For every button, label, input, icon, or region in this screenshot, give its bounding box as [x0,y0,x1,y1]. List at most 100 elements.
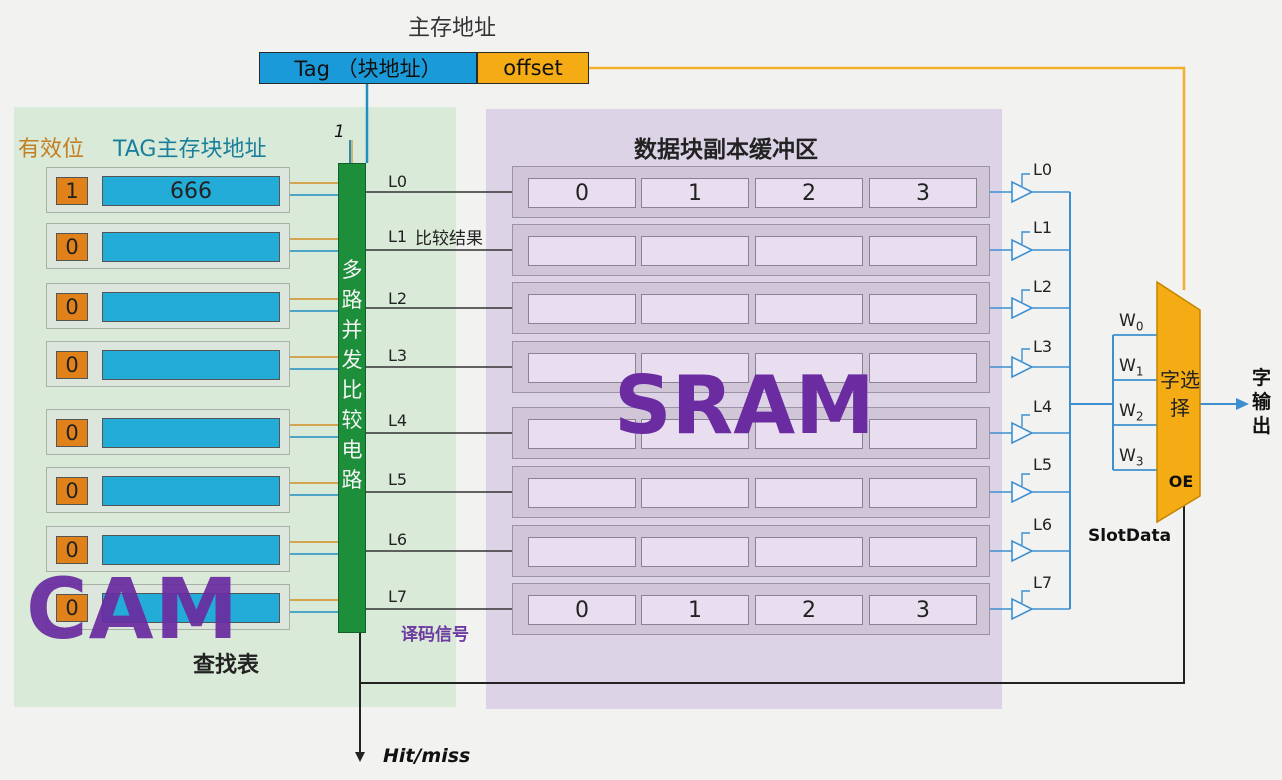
output-line-label: L1 [1033,218,1053,237]
sram-row [512,282,990,334]
sram-row [512,525,990,577]
output-buffers [978,173,1071,621]
parallel-comparator [338,163,366,633]
sram-row [512,224,990,276]
valid-bit: 0 [56,293,88,321]
comparator-output-lines [366,191,527,610]
sram-cell: 0 [528,595,636,625]
sram-cell [869,419,977,449]
tag-field: 666 [102,176,280,206]
sram-row [512,466,990,518]
cam-row: 0 [46,223,290,269]
valid-bit: 0 [56,477,88,505]
sram-cell [755,294,863,324]
output-line-label: L2 [1033,277,1053,296]
sram-cell [641,478,749,508]
tag-field [102,476,280,506]
word-label: W1 [1119,356,1144,379]
decode-signal-label: 译码信号 [401,625,469,645]
comparator-line-label: L6 [388,530,408,549]
cam-title: CAM [26,560,240,658]
sram-cell [528,537,636,567]
word-label: W0 [1119,311,1144,334]
output-line-label: L5 [1033,455,1053,474]
sram-cell [528,478,636,508]
word-select-label: 字选择 [1160,368,1200,420]
sram-cell [528,419,636,449]
output-line-label: L6 [1033,515,1053,534]
sram-cell: 3 [869,595,977,625]
comparator-line-label: L7 [388,587,408,606]
valid-bit: 0 [56,419,88,447]
slotdata-label: SlotData [1088,526,1172,546]
sram-row [512,407,990,459]
lookup-table-label: 查找表 [193,653,260,678]
cam-connectors [290,182,338,613]
sram-cell: 0 [528,178,636,208]
sram-cell [528,236,636,266]
cam-row: 0 [46,409,290,455]
sram-cell: 3 [869,178,977,208]
sram-cell [641,537,749,567]
comparator-input-label: 1 [334,122,345,142]
sram-cell [755,236,863,266]
word-label: W2 [1119,401,1144,424]
sram-cell [641,419,749,449]
word-lines [1113,334,1160,471]
sram-cell [869,353,977,383]
cam-row: 0 [46,283,290,329]
sram-cell [869,537,977,567]
buffer-title: 数据块副本缓冲区 [634,137,818,163]
output-line-label: L3 [1033,337,1053,356]
address-tag-field: Tag （块地址） [259,52,477,84]
valid-bit: 0 [56,351,88,379]
comparator-line-label: L2 [388,289,408,308]
main-address-title: 主存地址 [408,16,497,41]
sram-cell [869,478,977,508]
tag-field [102,593,280,623]
sram-cell: 1 [641,595,749,625]
valid-bit: 0 [56,594,88,622]
output-line-label: L0 [1033,160,1053,179]
word-output-label: 字输出 [1252,367,1272,437]
sram-cell [641,294,749,324]
tag-field [102,232,280,262]
valid-bit: 1 [56,177,88,205]
output-line-label: L7 [1033,573,1053,592]
sram-cell [755,537,863,567]
sram-cell [755,419,863,449]
sram-cell [641,353,749,383]
tag-address-header: TAG主存块地址 [113,137,267,162]
sram-row [512,341,990,393]
sram-cell [869,236,977,266]
comparator-line-label: L1 [388,227,408,246]
compare-result-label: 比较结果 [415,229,483,249]
comparator-label: 多路并发比较电路 [341,258,363,492]
cam-row: 0 [46,467,290,513]
hit-miss-label: Hit/miss [383,745,471,767]
output-enable-label: OE [1168,472,1194,491]
sram-cell [755,478,863,508]
valid-bit: 0 [56,536,88,564]
cam-row: 0 [46,341,290,387]
sram-title: SRAM [614,359,875,452]
valid-bit: 0 [56,233,88,261]
sram-cell [528,353,636,383]
tag-field [102,292,280,322]
sram-cell [755,353,863,383]
word-label: W3 [1119,446,1144,469]
sram-cell: 1 [641,178,749,208]
comparator-line-label: L4 [388,411,408,430]
comparator-line-label: L0 [388,172,408,191]
tag-field [102,418,280,448]
cam-row: 0 [46,526,290,572]
sram-cell [528,294,636,324]
word-selector-mux [1156,280,1201,524]
sram-cell [641,236,749,266]
output-line-label: L4 [1033,397,1053,416]
sram-cell [869,294,977,324]
